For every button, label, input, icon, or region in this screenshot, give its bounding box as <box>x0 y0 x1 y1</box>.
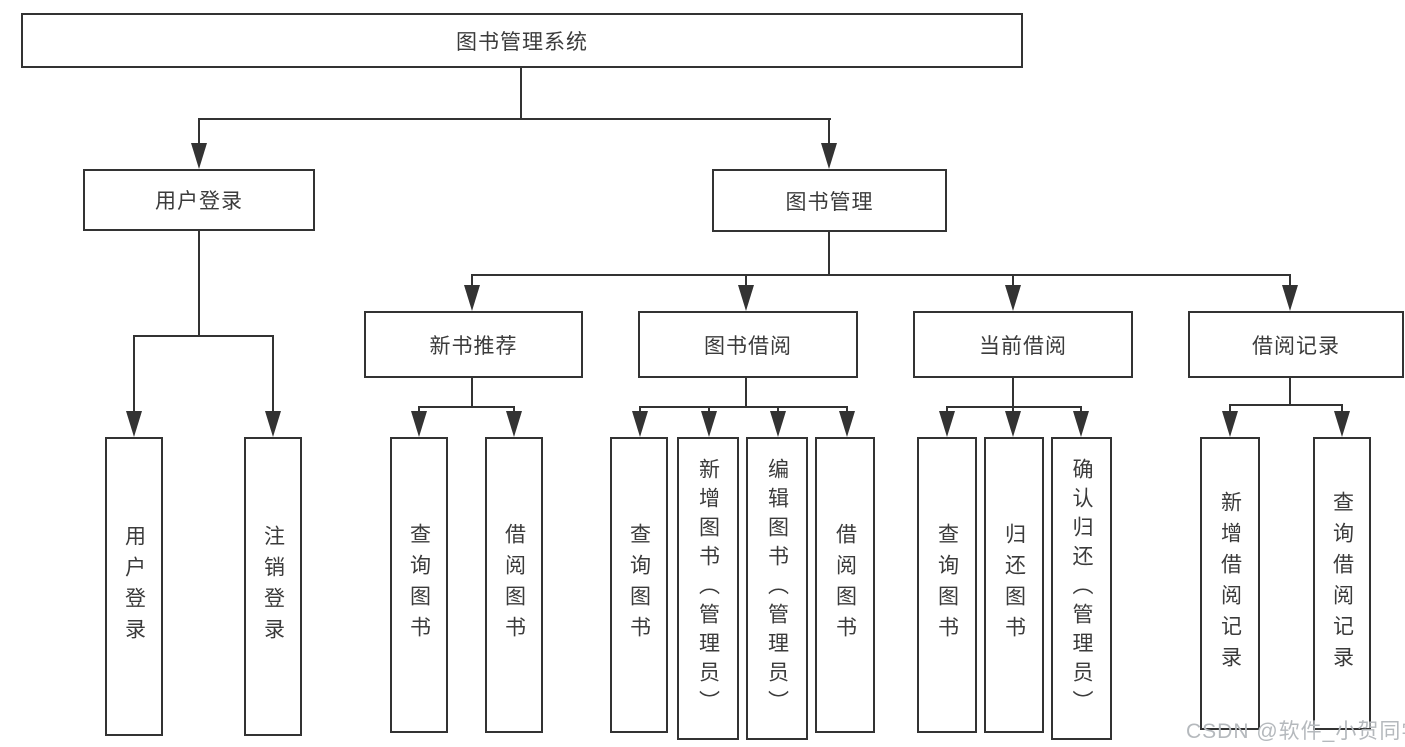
connector-drop-borrow <box>745 274 747 287</box>
leaf-recommend-query-book: 查询图书 <box>390 437 448 733</box>
arrow-to-rec-borrow <box>506 411 522 437</box>
connector-stub-rec-2 <box>513 406 515 413</box>
connector-login-hbar <box>133 335 274 337</box>
connector-stub-bor-4 <box>846 406 848 413</box>
connector-current-hbar <box>946 406 1082 408</box>
leaf-return-book: 归还图书 <box>984 437 1044 733</box>
leaf-borrow-query-book: 查询图书 <box>610 437 668 733</box>
arrow-to-recommend <box>464 285 480 311</box>
arrow-to-user-login <box>191 143 207 169</box>
connector-login-stem <box>198 231 200 337</box>
connector-drop-recommend <box>471 274 473 287</box>
arrow-to-records <box>1282 285 1298 311</box>
node-root-label: 图书管理系统 <box>456 30 588 54</box>
connector-management-stem <box>828 232 830 276</box>
connector-stub-rec-1 <box>418 406 420 413</box>
leaf-query-borrow-record-label: 查询借阅记录 <box>1330 490 1354 677</box>
connector-stub-cur-1 <box>946 406 948 413</box>
node-root-system: 图书管理系统 <box>21 13 1023 68</box>
leaf-logout-label: 注销登录 <box>261 524 285 649</box>
connector-records-hbar <box>1229 404 1343 406</box>
leaf-edit-book-admin: 编辑图书（管理员） <box>746 437 808 740</box>
connector-root-hbar <box>199 118 831 120</box>
leaf-user-login-label: 用户登录 <box>122 524 146 649</box>
csdn-watermark: CSDN @软件_小贺同学 <box>1186 720 1405 743</box>
connector-stub-recd-1 <box>1229 404 1231 413</box>
arrow-to-recd-add <box>1222 411 1238 437</box>
node-current-borrow: 当前借阅 <box>913 311 1133 378</box>
leaf-borrow-borrow-book-label: 借阅图书 <box>833 523 857 647</box>
leaf-query-borrow-record: 查询借阅记录 <box>1313 437 1371 730</box>
leaf-add-borrow-record: 新增借阅记录 <box>1200 437 1260 730</box>
arrow-to-borrow <box>738 285 754 311</box>
arrow-to-recd-query <box>1334 411 1350 437</box>
connector-stub-recd-2 <box>1341 404 1343 413</box>
node-user-login-label: 用户登录 <box>155 190 243 213</box>
arrow-to-bor-edit <box>770 411 786 437</box>
leaf-recommend-query-book-label: 查询图书 <box>407 523 431 647</box>
node-borrow-records-label: 借阅记录 <box>1252 334 1340 358</box>
leaf-borrow-query-book-label: 查询图书 <box>627 523 651 647</box>
arrow-to-current <box>1005 285 1021 311</box>
arrow-to-cur-return <box>1005 411 1021 437</box>
leaf-logout: 注销登录 <box>244 437 302 736</box>
connector-drop-current <box>1012 274 1014 287</box>
leaf-user-login: 用户登录 <box>105 437 163 736</box>
node-book-management-branch: 图书管理 <box>712 169 947 232</box>
node-new-book-recommend-label: 新书推荐 <box>429 334 518 358</box>
connector-recommend-hbar <box>418 406 515 408</box>
connector-stub-bor-3 <box>777 406 779 413</box>
connector-stub-bor-2 <box>708 406 710 413</box>
arrow-to-leaf-login <box>126 411 142 437</box>
connector-stub-cur-2 <box>1012 406 1014 413</box>
connector-root-stem <box>520 68 522 120</box>
connector-drop-leaf-login <box>133 335 135 413</box>
connector-drop-records <box>1289 274 1291 287</box>
leaf-edit-book-admin-label: 编辑图书（管理员） <box>765 458 789 719</box>
leaf-borrow-borrow-book: 借阅图书 <box>815 437 875 733</box>
arrow-to-cur-query <box>939 411 955 437</box>
leaf-recommend-borrow-book-label: 借阅图书 <box>502 523 526 647</box>
leaf-current-query-book-label: 查询图书 <box>935 523 959 647</box>
node-borrow-records: 借阅记录 <box>1188 311 1404 378</box>
arrow-to-leaf-logout <box>265 411 281 437</box>
connector-borrow-stem <box>745 378 747 408</box>
arrow-to-cur-confirm <box>1073 411 1089 437</box>
leaf-recommend-borrow-book: 借阅图书 <box>485 437 543 733</box>
leaf-add-book-admin: 新增图书（管理员） <box>677 437 739 740</box>
arrow-to-book-management <box>821 143 837 169</box>
leaf-add-borrow-record-label: 新增借阅记录 <box>1218 490 1242 677</box>
connector-drop-leaf-logout <box>272 335 274 413</box>
connector-stub-cur-3 <box>1080 406 1082 413</box>
node-book-management-label: 图书管理 <box>785 190 874 214</box>
node-book-borrow: 图书借阅 <box>638 311 858 378</box>
connector-stub-bor-1 <box>639 406 641 413</box>
leaf-confirm-return-admin: 确认归还（管理员） <box>1051 437 1112 740</box>
connector-drop-book-management <box>828 118 830 145</box>
connector-current-stem <box>1012 378 1014 408</box>
connector-recommend-stem <box>471 378 473 408</box>
arrow-to-rec-query <box>411 411 427 437</box>
leaf-current-query-book: 查询图书 <box>917 437 977 733</box>
node-current-borrow-label: 当前借阅 <box>979 334 1067 358</box>
connector-records-stem <box>1289 378 1291 406</box>
leaf-return-book-label: 归还图书 <box>1002 523 1026 647</box>
connector-borrow-hbar <box>639 406 848 408</box>
node-new-book-recommend: 新书推荐 <box>364 311 583 378</box>
node-user-login-branch: 用户登录 <box>83 169 315 231</box>
arrow-to-bor-add <box>701 411 717 437</box>
arrow-to-bor-query <box>632 411 648 437</box>
leaf-confirm-return-admin-label: 确认归还（管理员） <box>1070 458 1094 719</box>
arrow-to-bor-borrow <box>839 411 855 437</box>
connector-management-hbar <box>471 274 1291 276</box>
node-book-borrow-label: 图书借阅 <box>704 334 792 358</box>
leaf-add-book-admin-label: 新增图书（管理员） <box>696 458 720 719</box>
connector-drop-user-login <box>198 118 200 145</box>
